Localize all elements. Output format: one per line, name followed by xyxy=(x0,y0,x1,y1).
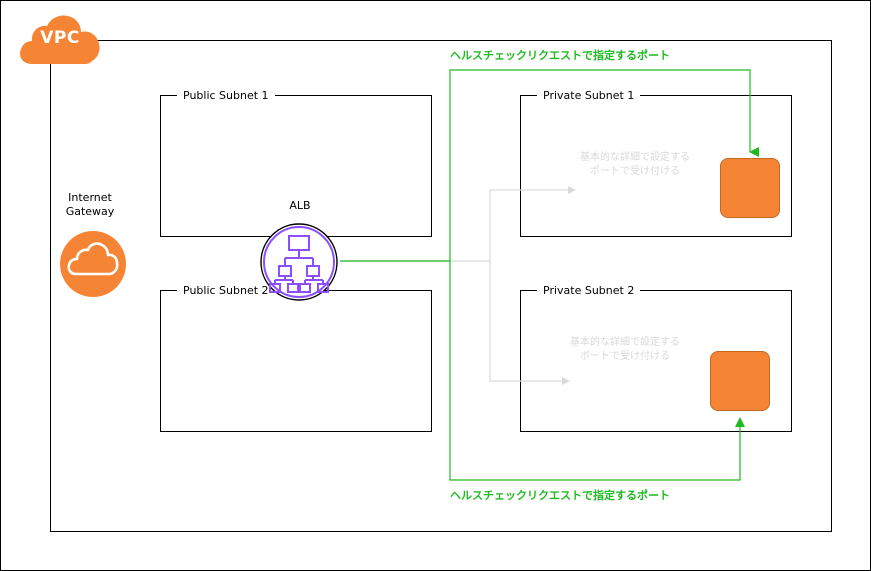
port-note-private2: 基本的な詳細で設定する ポートで受け付ける xyxy=(570,336,680,364)
port-note-private1: 基本的な詳細で設定する ポートで受け付ける xyxy=(580,151,690,179)
traffic-path-private1 xyxy=(340,186,576,262)
internet-gateway-label-line2: Gateway xyxy=(65,205,115,218)
public-subnet-2: Public Subnet 2 xyxy=(160,283,432,432)
public-subnet-1: Public Subnet 1 xyxy=(160,88,432,237)
health-check-label-top: ヘルスチェックリクエストで指定するポート xyxy=(450,49,670,62)
health-check-arrowhead-bottom xyxy=(735,417,745,427)
health-check-label-bottom: ヘルスチェックリクエストで指定するポート xyxy=(450,489,670,502)
vpc-cloud-icon xyxy=(20,15,100,64)
port-note-private2-line2: ポートで受け付ける xyxy=(580,351,670,362)
internet-gateway-icon xyxy=(60,231,126,297)
internet-gateway-label-line1: Internet xyxy=(68,191,112,204)
traffic-path-private2 xyxy=(489,261,570,385)
public-subnet-1-label: Public Subnet 1 xyxy=(177,88,275,104)
health-check-path-bottom xyxy=(449,261,741,481)
internet-gateway-label: Internet Gateway xyxy=(55,191,125,219)
load-balancer-icon xyxy=(260,223,338,301)
private-subnet-2-label: Private Subnet 2 xyxy=(537,283,641,299)
port-note-private1-line1: 基本的な詳細で設定する xyxy=(580,152,690,163)
vpc-boundary xyxy=(50,40,832,532)
private-subnet-1-label: Private Subnet 1 xyxy=(537,88,641,104)
alb-label: ALB xyxy=(289,199,311,212)
ec2-instance-private2 xyxy=(710,351,770,411)
vpc-label: VPC xyxy=(40,28,80,48)
port-note-private2-line1: 基本的な詳細で設定する xyxy=(570,337,680,348)
public-subnet-2-label: Public Subnet 2 xyxy=(177,283,275,299)
port-note-private1-line2: ポートで受け付ける xyxy=(590,166,680,177)
health-check-path-top xyxy=(340,69,759,262)
ec2-instance-private1 xyxy=(720,158,780,218)
